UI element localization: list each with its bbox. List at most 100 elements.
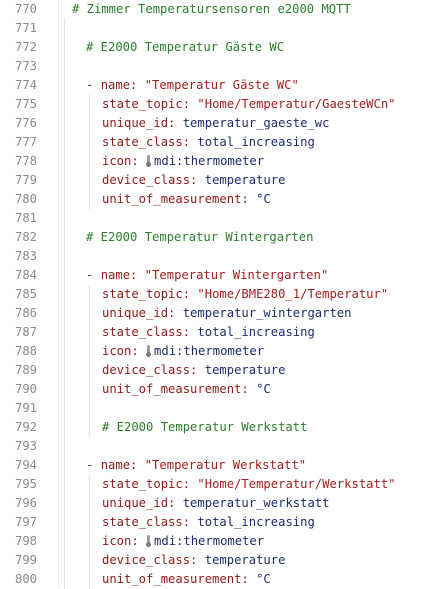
line-content: unit_of_measurement: °C — [102, 570, 271, 589]
token-str: "Temperatur Gäste WC" — [144, 78, 299, 92]
line-content: - name: "Temperatur Wintergarten" — [86, 266, 328, 285]
line-number: 783 — [14, 249, 37, 263]
token-key: icon: — [102, 534, 147, 548]
indent-guide — [89, 95, 90, 114]
token-str: "Home/Temperatur/Werkstatt" — [197, 477, 396, 491]
indent-guide — [89, 361, 90, 380]
code-line[interactable]: 772# E2000 Temperatur Gäste WC — [0, 38, 445, 57]
token-plain: total_increasing — [197, 325, 315, 339]
token-plain: temperatur_wintergarten — [182, 306, 352, 320]
indent-guide — [89, 133, 90, 152]
token-plain: °C — [256, 382, 271, 396]
code-line[interactable]: 774- name: "Temperatur Gäste WC" — [0, 76, 445, 95]
line-number: 797 — [14, 515, 37, 529]
indent-guide — [64, 475, 65, 494]
token-plain: mdi:thermometer — [154, 344, 265, 358]
line-number: 781 — [14, 211, 37, 225]
line-number: 777 — [14, 135, 37, 149]
token-comment: # E2000 Temperatur Gäste WC — [86, 40, 285, 54]
line-number: 785 — [14, 287, 37, 301]
line-number: 771 — [14, 21, 37, 35]
token-comment: # E2000 Temperatur Werkstatt — [102, 420, 308, 434]
thermometer-icon — [146, 155, 152, 167]
code-line[interactable]: 797 state_class: total_increasing — [0, 513, 445, 532]
indent-guide — [89, 323, 90, 342]
indent-guide — [89, 285, 90, 304]
indent-guide — [89, 342, 90, 361]
line-content: - name: "Temperatur Gäste WC" — [86, 76, 299, 95]
line-content: # Zimmer Temperatursensoren e2000 MQTT — [72, 0, 351, 19]
line-content: state_topic: "Home/Temperatur/Werkstatt" — [102, 475, 396, 494]
indent-guide — [64, 190, 65, 209]
line-content: state_class: total_increasing — [102, 513, 315, 532]
code-line[interactable]: 795 state_topic: "Home/Temperatur/Werksta… — [0, 475, 445, 494]
indent-guide — [64, 513, 65, 532]
token-str: "Temperatur Werkstatt" — [144, 458, 307, 472]
line-number: 790 — [14, 382, 37, 396]
code-line[interactable]: 784- name: "Temperatur Wintergarten" — [0, 266, 445, 285]
code-line[interactable]: 773 — [0, 57, 445, 76]
code-line[interactable]: 771 — [0, 19, 445, 38]
indent-guide — [64, 494, 65, 513]
token-key: unit_of_measurement: — [102, 572, 257, 586]
indent-guide — [89, 304, 90, 323]
code-line[interactable]: 792 # E2000 Temperatur Werkstatt — [0, 418, 445, 437]
code-line[interactable]: 770 # Zimmer Temperatursensoren e2000 MQT… — [0, 0, 445, 19]
token-key: device_class: — [102, 553, 205, 567]
indent-guide — [89, 532, 90, 551]
code-line[interactable]: 791 — [0, 399, 445, 418]
token-dash: - — [86, 458, 101, 472]
line-number: 770 — [14, 2, 37, 16]
code-line[interactable]: 794- name: "Temperatur Werkstatt" — [0, 456, 445, 475]
token-dash: - — [86, 268, 101, 282]
code-line[interactable]: 781 — [0, 209, 445, 228]
code-line[interactable]: 783 — [0, 247, 445, 266]
indent-guide — [89, 570, 90, 589]
token-plain: total_increasing — [197, 515, 315, 529]
code-line[interactable]: 782# E2000 Temperatur Wintergarten — [0, 228, 445, 247]
indent-guide — [89, 513, 90, 532]
indent-guide — [64, 361, 65, 380]
token-key: state_topic: — [102, 477, 198, 491]
code-line[interactable]: 793 — [0, 437, 445, 456]
thermometer-icon — [146, 535, 152, 547]
indent-guide — [64, 19, 65, 38]
token-key: device_class: — [102, 173, 205, 187]
token-comment: # E2000 Temperatur Wintergarten — [86, 230, 314, 244]
indent-guide — [64, 551, 65, 570]
indent-guide — [64, 57, 65, 76]
token-key: state_topic: — [102, 97, 198, 111]
indent-guide — [89, 399, 90, 418]
indent-guide — [89, 475, 90, 494]
line-number: 795 — [14, 477, 37, 491]
gutter-divider — [58, 0, 59, 587]
line-number: 773 — [14, 59, 37, 73]
line-content: device_class: temperature — [102, 361, 285, 380]
line-content: # E2000 Temperatur Werkstatt — [102, 418, 307, 437]
line-number: 792 — [14, 420, 37, 434]
line-number: 779 — [14, 173, 37, 187]
token-plain: total_increasing — [197, 135, 315, 149]
token-plain: temperature — [204, 363, 286, 377]
indent-guide — [89, 551, 90, 570]
indent-guide — [64, 228, 65, 247]
indent-guide — [64, 114, 65, 133]
indent-guide — [64, 437, 65, 456]
